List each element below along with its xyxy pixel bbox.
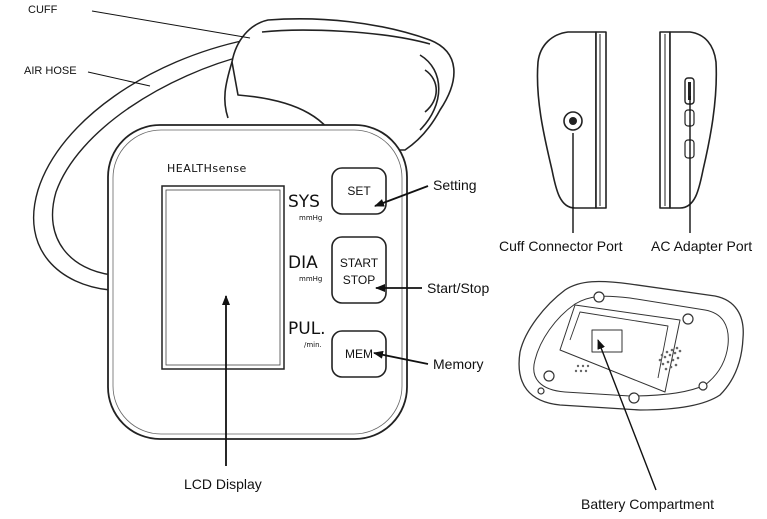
dia-label: DIA [288,253,318,273]
bottom-view [518,280,744,411]
dia-unit: mmHg [299,275,323,283]
monitor-inner [112,129,403,435]
small-vent [574,364,590,373]
brand-logo: HEALTHsense [167,162,247,175]
setting-label: Setting [433,177,477,193]
mem-button-shape [331,330,387,378]
sys-label: SYS [288,192,320,212]
pul-label: PUL. [288,319,326,339]
cuff [223,18,455,151]
speaker-grille [658,346,682,371]
mem-button: MEM [345,347,373,361]
sys-unit: mmHg [299,214,323,222]
pul-unit: /min. [304,341,322,349]
ac-adapter-port-label: AC Adapter Port [651,238,753,254]
set-button-shape [331,167,387,215]
stop-button-text: STOP [342,273,376,287]
set-button: SET [347,184,371,198]
cuff-label: CUFF [28,4,58,16]
start-stop-button-shape [331,236,387,304]
start-stop-label: Start/Stop [427,280,490,296]
memory-label: Memory [433,356,484,372]
start-button-text: START [339,256,379,270]
lcd-display-label: LCD Display [184,476,262,492]
air-hose [32,39,251,291]
battery-compartment-label: Battery Compartment [581,496,715,512]
air-hose-label: AIR HOSE [24,65,77,77]
cuff-port-inner [569,117,577,125]
lcd-screen [161,185,285,370]
screw-holes [537,291,708,404]
cuff-connector-port-label: Cuff Connector Port [499,238,623,254]
